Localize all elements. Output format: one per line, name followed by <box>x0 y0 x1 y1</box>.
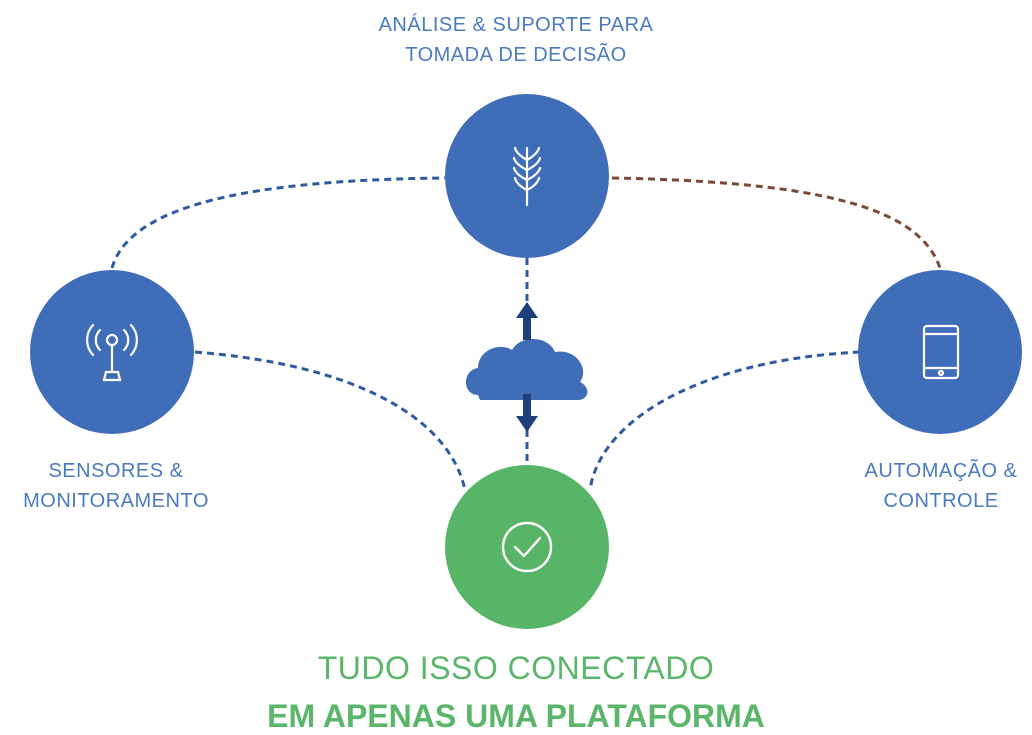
footer-line2: EM APENAS UMA PLATAFORMA <box>267 698 765 734</box>
automation-node <box>858 270 1022 434</box>
automation-label-line2: CONTROLE <box>883 490 999 512</box>
analysis-label-line2: TOMADA DE DECISÃO <box>405 44 627 66</box>
up-arrow-icon <box>516 302 538 340</box>
footer-line1: TUDO ISSO CONECTADO <box>317 650 715 686</box>
checkmark-icon <box>501 521 553 573</box>
sensors-label-line2: MONITORAMENTO <box>23 490 209 512</box>
automation-label-line1: AUTOMAÇÃO & <box>864 460 1018 482</box>
sensors-node <box>30 270 194 434</box>
wheat-icon <box>512 146 542 207</box>
cloud-icon <box>466 302 588 432</box>
analysis-node <box>445 94 609 258</box>
antenna-sensor-icon <box>86 323 138 382</box>
analysis-label: ANÁLISE & SUPORTE PARA TOMADA DE DECISÃO <box>336 10 696 70</box>
connector-sensors-platform <box>194 350 467 491</box>
dashed-connections <box>110 176 942 491</box>
analysis-label-line1: ANÁLISE & SUPORTE PARA <box>378 14 654 36</box>
sensors-label: SENSORES & MONITORAMENTO <box>0 456 232 516</box>
tablet-icon <box>922 324 960 380</box>
sensors-label-line1: SENSORES & <box>48 460 184 482</box>
connector-automation-platform <box>588 350 861 491</box>
automation-label: AUTOMAÇÃO & CONTROLE <box>850 456 1032 516</box>
connector-analysis-automation <box>611 176 942 269</box>
connector-sensors-analysis <box>110 176 446 269</box>
platform-node <box>445 465 609 629</box>
down-arrow-icon <box>516 394 538 432</box>
